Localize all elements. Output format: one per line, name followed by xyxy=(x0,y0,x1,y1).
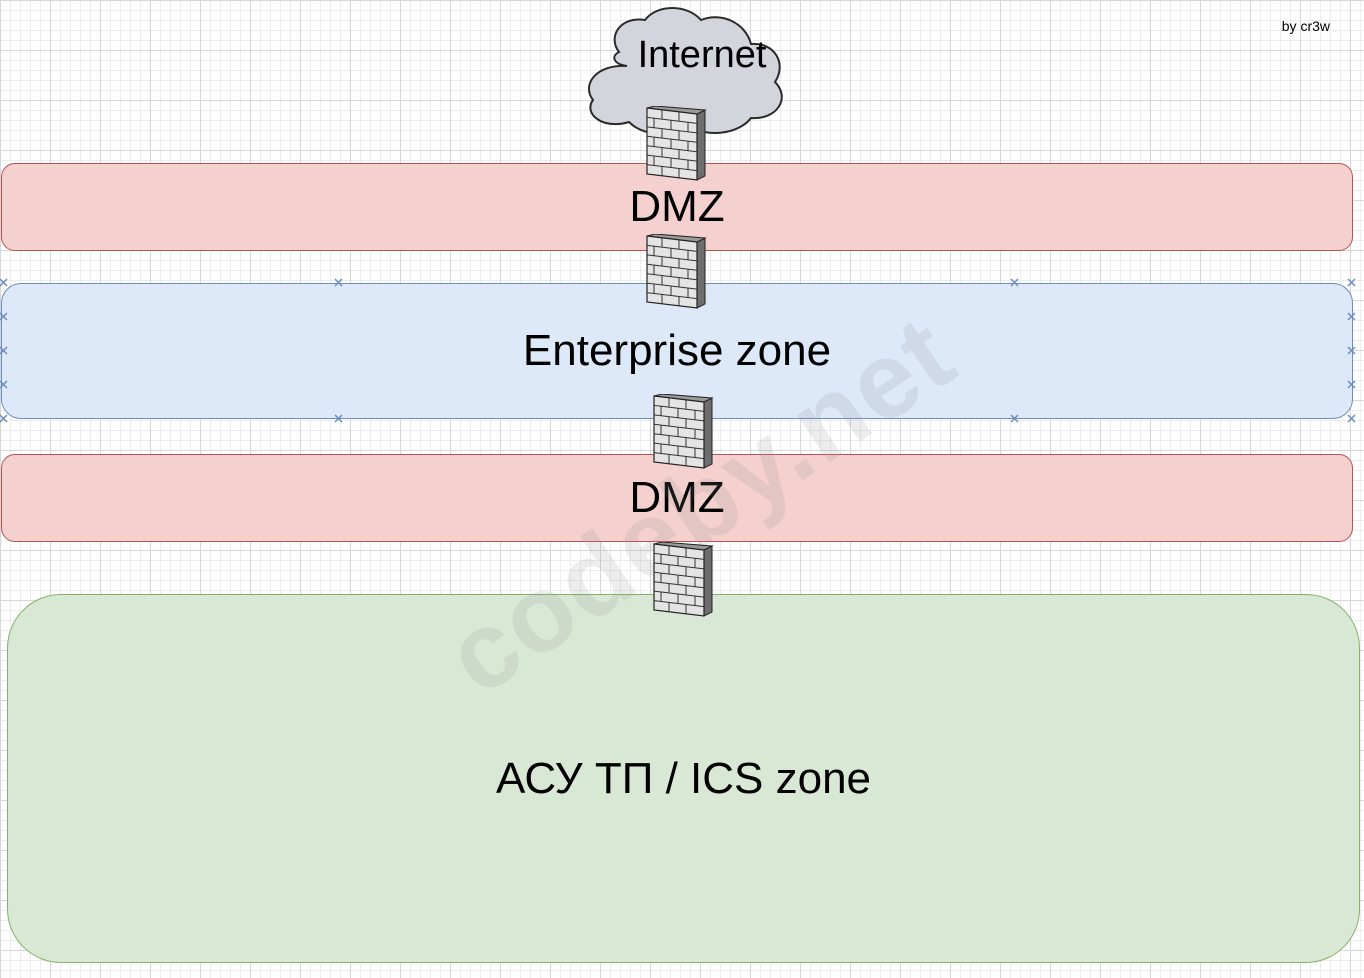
selection-handle[interactable] xyxy=(0,414,8,423)
ics-zone-label: АСУ ТП / ICS zone xyxy=(495,753,872,803)
firewall-icon[interactable] xyxy=(652,394,714,470)
internet-label: Internet xyxy=(637,34,767,76)
ics-zone[interactable]: АСУ ТП / ICS zone xyxy=(7,594,1360,963)
internet-cloud-icon[interactable] xyxy=(579,2,789,138)
firewall-icon[interactable] xyxy=(645,106,707,182)
dmz-zone-bottom[interactable]: DMZ xyxy=(1,454,1353,542)
dmz-bottom-label: DMZ xyxy=(629,473,725,522)
enterprise-zone-label: Enterprise zone xyxy=(522,326,832,375)
selection-handle[interactable] xyxy=(1347,278,1356,287)
dmz-top-label: DMZ xyxy=(629,182,725,231)
firewall-icon[interactable] xyxy=(652,542,714,618)
selection-handle[interactable] xyxy=(1347,414,1356,423)
author-credit: by cr3w xyxy=(1281,18,1330,34)
selection-handle[interactable] xyxy=(0,278,8,287)
firewall-icon[interactable] xyxy=(645,234,707,310)
